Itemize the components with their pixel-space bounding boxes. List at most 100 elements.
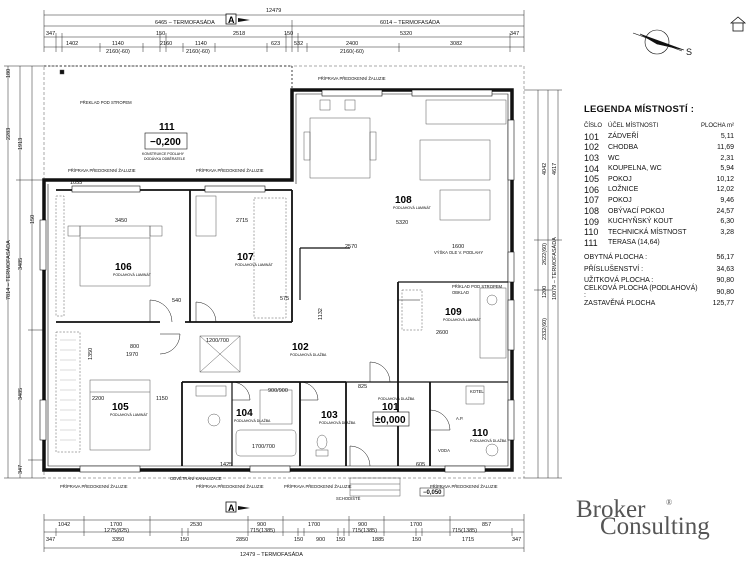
note-blind-2: PŘÍPRAVA PŘEDOKENNÍ ŽALUZIE (68, 168, 136, 173)
right-dim-2: 2622(60) (542, 243, 548, 265)
legend-hdr-area: PLOCHA m² (700, 123, 734, 130)
legend-name: LOŽNICE (608, 186, 639, 194)
logo-mark: ® (666, 498, 673, 507)
bottom-dim-1-0: 1042 (58, 522, 70, 528)
room-111-level: −0,200 (150, 137, 181, 148)
legend-name: CHODBA (608, 143, 638, 151)
bottom-dim-1-2: 2530 (190, 522, 202, 528)
top-right-facade-dim: 6014 – TERMOFASÁDA (380, 19, 440, 26)
note-kitchen-b: OBKLAD (452, 290, 469, 295)
legend-num: 107 (584, 195, 600, 206)
legend-hdr-num: ČÍSLO (584, 123, 603, 130)
note-water: VODA (438, 448, 450, 453)
right-dim-4: 2332(60) (542, 318, 548, 340)
bottom-dimensions (43, 514, 525, 552)
left-dim-2: 3485 (18, 258, 24, 270)
inner-dim-7: 900/900 (268, 388, 288, 394)
section-marker-top (225, 13, 250, 25)
top-dim-1-2: 2518 (233, 31, 245, 37)
inner-dim-8: 1700/700 (252, 444, 275, 450)
doors (149, 299, 451, 467)
legend-area: 3,28 (720, 228, 734, 236)
note-terrace-step: −0,050 (423, 490, 442, 496)
summary-label: ZASTAVĚNÁ PLOCHA (584, 300, 656, 308)
note-blind-6: PŘÍPRAVA PŘEDOKENNÍ ŽALUZIE (284, 484, 352, 489)
right-total-dim: 10079 – TERMOFASÁDA (551, 237, 558, 300)
summary-label: OBYTNÁ PLOCHA : (584, 254, 648, 262)
bottom-dim-2-6: 150 (336, 537, 345, 543)
legend-name: POKOJ (608, 175, 632, 183)
room-110-sub: PODLAHOVÁ DLAŽBA (470, 438, 507, 443)
legend-name: POKOJ (608, 196, 632, 204)
summary-row: PŘÍSLUŠENSTVÍ : 34,63 (584, 264, 734, 276)
room-101-level: ±0,000 (375, 415, 406, 426)
note-blind-5: PŘÍPRAVA PŘEDOKENNÍ ŽALUZIE (196, 484, 264, 489)
legend-name: WC (608, 154, 620, 162)
room-101-number: 101 (382, 402, 399, 413)
note-shelf: VÝŠKA OLE V. PODLAHY (434, 250, 483, 255)
legend-hdr-name: ÚČEL MÍSTNOSTI (608, 123, 659, 130)
summary-label: PŘÍSLUŠENSTVÍ : (584, 265, 644, 273)
legend-name: TECHNICKÁ MÍSTNOST (608, 228, 687, 236)
room-107-number: 107 (237, 252, 254, 263)
bottom-dim-1-4: 1700 (308, 522, 320, 528)
room-107-sub: PODLAHOVÁ LAMINÁT (235, 263, 274, 267)
top-dim-1-0: 347 (46, 31, 55, 37)
room-109-number: 109 (445, 307, 462, 318)
left-dim-5: 150 (30, 215, 36, 224)
section-label-top: A (228, 15, 235, 25)
legend-num: 111 (584, 237, 598, 248)
compass-icon (632, 29, 685, 55)
bottom-dim-2-2: 150 (180, 537, 189, 543)
room-111-number: 111 (159, 122, 175, 133)
legend-num: 109 (584, 216, 600, 227)
room-108-sub: PODLAHOVÁ LAMINÁT (393, 206, 432, 210)
top-left-facade-dim: 6465 – TERMOFASÁDA (155, 19, 215, 26)
inner-dim-2: 5320 (396, 220, 408, 226)
legend-area: 11,69 (717, 143, 734, 151)
inner-dim-20: 605 (416, 462, 425, 468)
room-111-level-box (144, 132, 188, 150)
left-dim-6: 180 (6, 69, 12, 78)
legend-summary: OBYTNÁ PLOCHA :56,17 PŘÍSLUŠENSTVÍ :34,6… (584, 252, 734, 310)
inner-dim-1: 2715 (236, 218, 248, 224)
inner-dim-6: 1200/700 (206, 338, 229, 344)
furniture (55, 69, 507, 497)
legend-area: 10,12 (716, 175, 734, 183)
left-dim-3: 3485 (18, 388, 24, 400)
top-dim-1-4: 5320 (400, 31, 412, 37)
room-111-sub2: DODÁVKA ODBĚRATELE (144, 156, 186, 161)
bottom-dim-1-7: 857 (482, 522, 491, 528)
note-blind-7: PŘÍPRAVA PŘEDOKENNÍ ŽALUZIE (430, 484, 498, 489)
room-106-number: 106 (115, 262, 132, 273)
legend-area: 5,11 (720, 133, 734, 141)
inner-dim-10: 1970 (126, 352, 138, 358)
room-110-number: 110 (472, 428, 489, 439)
legend-area: 12,02 (716, 186, 734, 194)
summary-value: 34,63 (716, 265, 734, 273)
inner-dim-14: 800 (130, 344, 139, 350)
room-104-sub: PODLAHOVÁ DLAŽBA (234, 418, 271, 423)
room-101-level-box (372, 411, 410, 427)
left-dim-4: 347 (18, 465, 24, 474)
room-legend: LEGENDA MÍSTNOSTÍ : ČÍSLO ÚČEL MÍSTNOSTI… (584, 104, 734, 310)
right-dim-3: 1200 (542, 286, 548, 298)
logo-line2: Consulting (600, 513, 710, 540)
legend-frame (577, 93, 745, 319)
top-dim-2-2: 2160 (160, 41, 172, 47)
inner-dim-12: 2200 (92, 396, 104, 402)
room-111-sub1: KONSTRUKCE PODLAHY (142, 152, 185, 156)
top-dim-2-5: 532 (294, 41, 303, 47)
left-total-dim: 7814 – TERMOFASÁDA (5, 240, 12, 300)
right-dim-0: 4042 (542, 163, 548, 175)
legend-num: 101 (584, 131, 600, 142)
broker-consulting-logo: Broker ® Consulting (574, 496, 744, 552)
bottom-dim-2-7: 1885 (372, 537, 384, 543)
inner-dim-9: 1132 (318, 308, 324, 320)
inner-dim-5: 2600 (436, 330, 448, 336)
legend-area: 24,57 (716, 207, 734, 215)
